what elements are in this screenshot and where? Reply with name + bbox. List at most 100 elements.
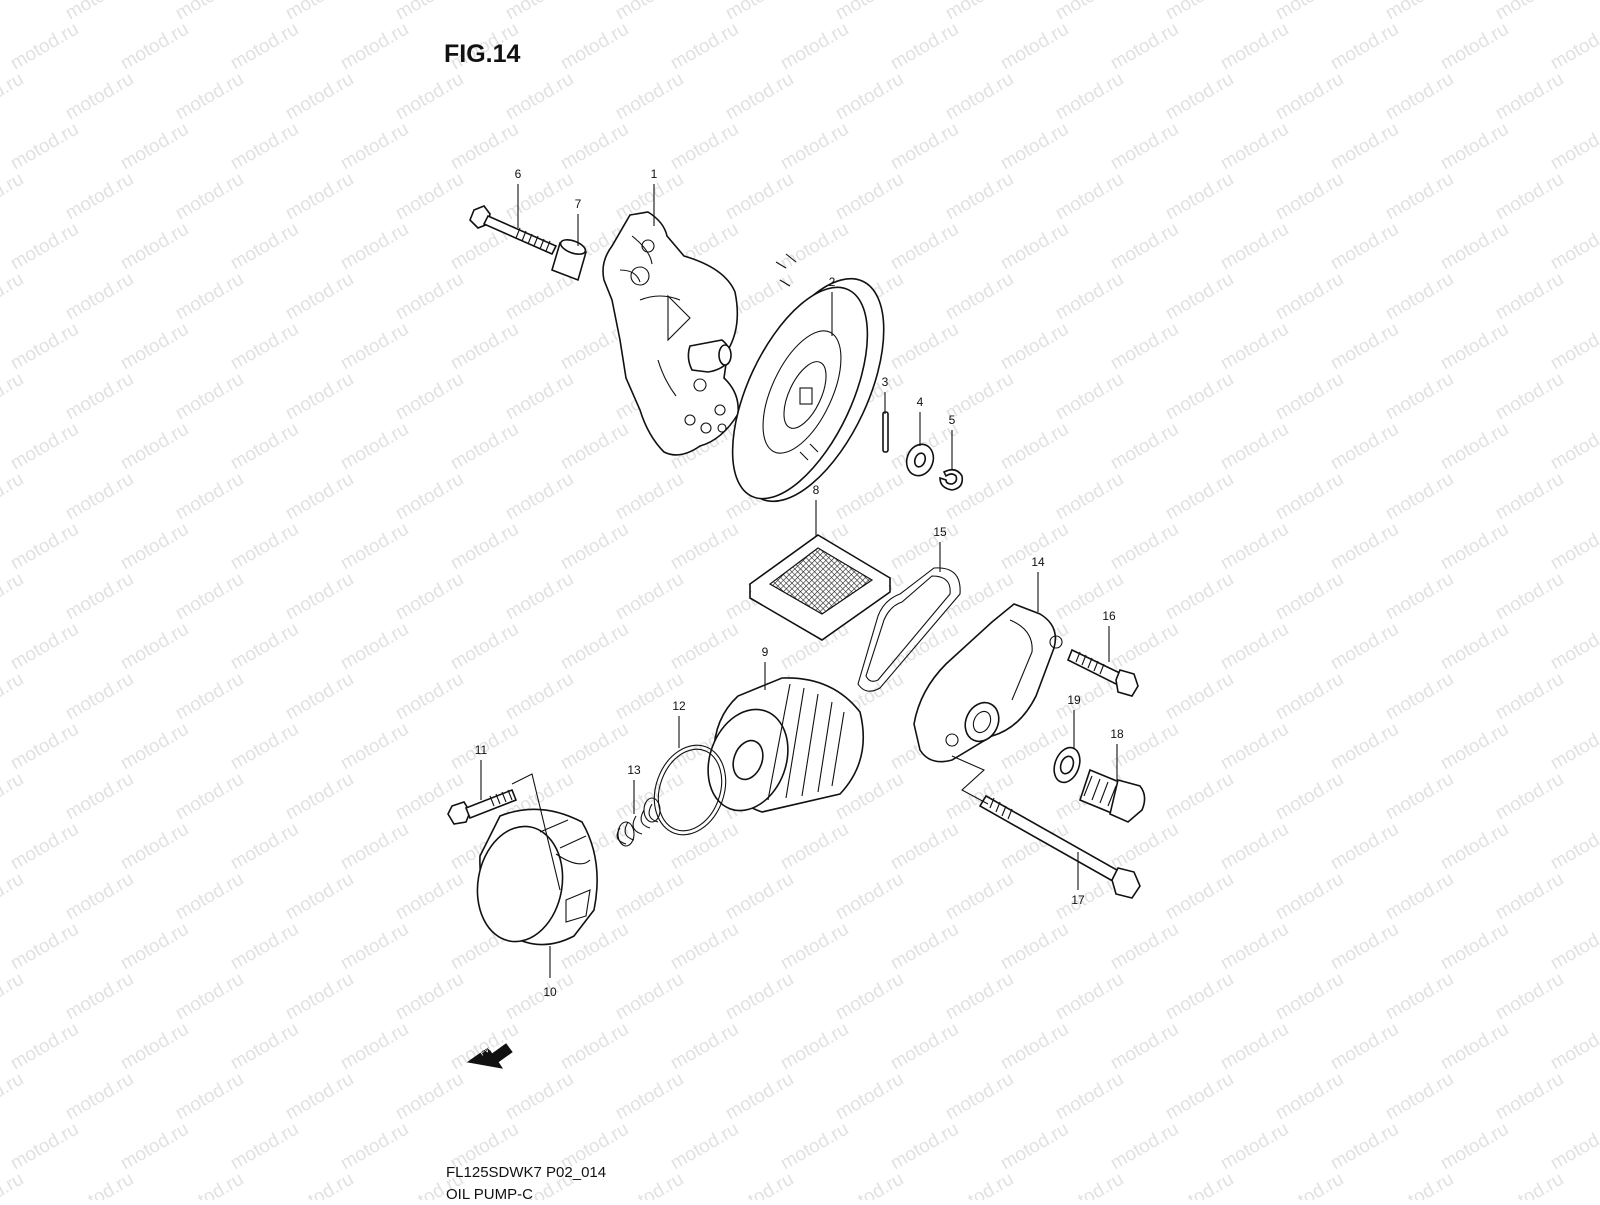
watermark-text: motod.ru [1382, 969, 1457, 1025]
watermark-text: motod.ru [447, 619, 522, 675]
o-ring[interactable] [642, 735, 737, 845]
watermark-text: motod.ru [1547, 319, 1600, 375]
watermark-text: motod.ru [942, 269, 1017, 325]
watermark-text: motod.ru [887, 319, 962, 375]
watermark-text: motod.ru [1492, 769, 1567, 825]
watermark-text: motod.ru [7, 919, 82, 975]
watermark-text: motod.ru [997, 219, 1072, 275]
drain-gasket[interactable] [1050, 744, 1085, 786]
watermark-text: motod.ru [0, 1169, 27, 1200]
watermark-text: motod.ru [282, 869, 357, 925]
watermark-text: motod.ru [612, 669, 687, 725]
long-bolt[interactable] [978, 794, 1141, 899]
cap-bolt[interactable] [447, 788, 518, 825]
callout-10: 10 [543, 985, 557, 999]
watermark-text: motod.ru [1107, 1019, 1182, 1075]
watermark-text: motod.ru [777, 819, 852, 875]
watermark-text: motod.ru [1272, 169, 1347, 225]
cover-bolt[interactable] [1066, 648, 1139, 697]
watermark-text: motod.ru [227, 619, 302, 675]
watermark-text: motod.ru [337, 919, 412, 975]
watermark-text: motod.ru [1052, 69, 1127, 125]
watermark-text: motod.ru [172, 1169, 247, 1200]
oil-pump-body[interactable] [602, 211, 740, 456]
watermark-text: motod.ru [1217, 119, 1292, 175]
watermark-text: motod.ru [832, 169, 907, 225]
watermark-text: motod.ru [0, 869, 27, 925]
watermark-text: motod.ru [667, 619, 742, 675]
watermark-text: motod.ru [0, 0, 27, 24]
watermark-text: motod.ru [1437, 1019, 1512, 1075]
watermark-text: motod.ru [777, 919, 852, 975]
watermark-text: motod.ru [62, 169, 137, 225]
watermark-text: motod.ru [227, 1119, 302, 1175]
watermark-text: motod.ru [227, 519, 302, 575]
watermark-text: motod.ru [942, 1069, 1017, 1125]
watermark-text: motod.ru [1547, 1019, 1600, 1075]
filter-cap[interactable] [469, 808, 598, 948]
watermark-text: motod.ru [62, 269, 137, 325]
strainer-cover[interactable] [913, 603, 1063, 763]
watermark-text: motod.ru [117, 119, 192, 175]
watermark-text: motod.ru [1492, 469, 1567, 525]
watermark-text: motod.ru [1382, 569, 1457, 625]
watermark-text: motod.ru [777, 1019, 852, 1075]
watermark-text: motod.ru [557, 119, 632, 175]
watermark-text: motod.ru [172, 269, 247, 325]
watermark-text: motod.ru [1162, 669, 1237, 725]
watermark-text: motod.ru [1272, 269, 1347, 325]
watermark-text: motod.ru [172, 0, 247, 24]
watermark-text: motod.ru [667, 119, 742, 175]
cover-gasket[interactable] [857, 567, 961, 692]
watermark-text: motod.ru [997, 1019, 1072, 1075]
callout-1: 1 [651, 167, 658, 181]
washer[interactable] [902, 441, 937, 480]
watermark-text: motod.ru [0, 569, 27, 625]
watermark-text: motod.ru [502, 369, 577, 425]
watermark-text: motod.ru [1492, 669, 1567, 725]
watermark-text: motod.ru [557, 19, 632, 75]
watermark-text: motod.ru [1382, 1169, 1457, 1200]
spring[interactable] [616, 797, 661, 847]
pump-bolt[interactable] [469, 205, 558, 256]
watermark-text: motod.ru [0, 769, 27, 825]
callout-5: 5 [949, 413, 956, 427]
watermark-text: motod.ru [722, 1069, 797, 1125]
watermark-text: motod.ru [117, 519, 192, 575]
watermark-text: motod.ru [722, 1169, 797, 1200]
watermark-text: motod.ru [172, 969, 247, 1025]
watermark-text: motod.ru [612, 869, 687, 925]
collar[interactable] [551, 237, 587, 282]
watermark-text: motod.ru [942, 869, 1017, 925]
watermark-text: motod.ru [447, 419, 522, 475]
watermark-text: motod.ru [337, 1119, 412, 1175]
watermark-text: motod.ru [1052, 469, 1127, 525]
oil-strainer[interactable] [748, 534, 892, 641]
watermark-text: motod.ru [1272, 1169, 1347, 1200]
watermark-text: motod.ru [7, 19, 82, 75]
watermark-text: motod.ru [1162, 1169, 1237, 1200]
watermark-text: motod.ru [1492, 569, 1567, 625]
watermark-text: motod.ru [227, 1019, 302, 1075]
callout-15: 15 [933, 525, 947, 539]
watermark-text: motod.ru [1217, 819, 1292, 875]
pin[interactable] [882, 411, 889, 453]
watermark-text: motod.ru [227, 219, 302, 275]
watermark-text: motod.ru [282, 1069, 357, 1125]
watermark-text: motod.ru [502, 669, 577, 725]
watermark-text: motod.ru [1492, 1169, 1567, 1200]
watermark-text: motod.ru [1492, 969, 1567, 1025]
watermark-text: motod.ru [887, 819, 962, 875]
watermark-text: motod.ru [392, 69, 467, 125]
watermark-text: motod.ru [1162, 169, 1237, 225]
drain-plug[interactable] [1079, 768, 1146, 823]
watermark-text: motod.ru [1547, 719, 1600, 775]
oil-pump-gear[interactable] [705, 253, 914, 522]
circlip[interactable] [939, 468, 964, 491]
oil-filter[interactable] [695, 677, 865, 822]
watermark-text: motod.ru [282, 969, 357, 1025]
watermark-text: motod.ru [117, 719, 192, 775]
callout-11: 11 [475, 743, 488, 757]
